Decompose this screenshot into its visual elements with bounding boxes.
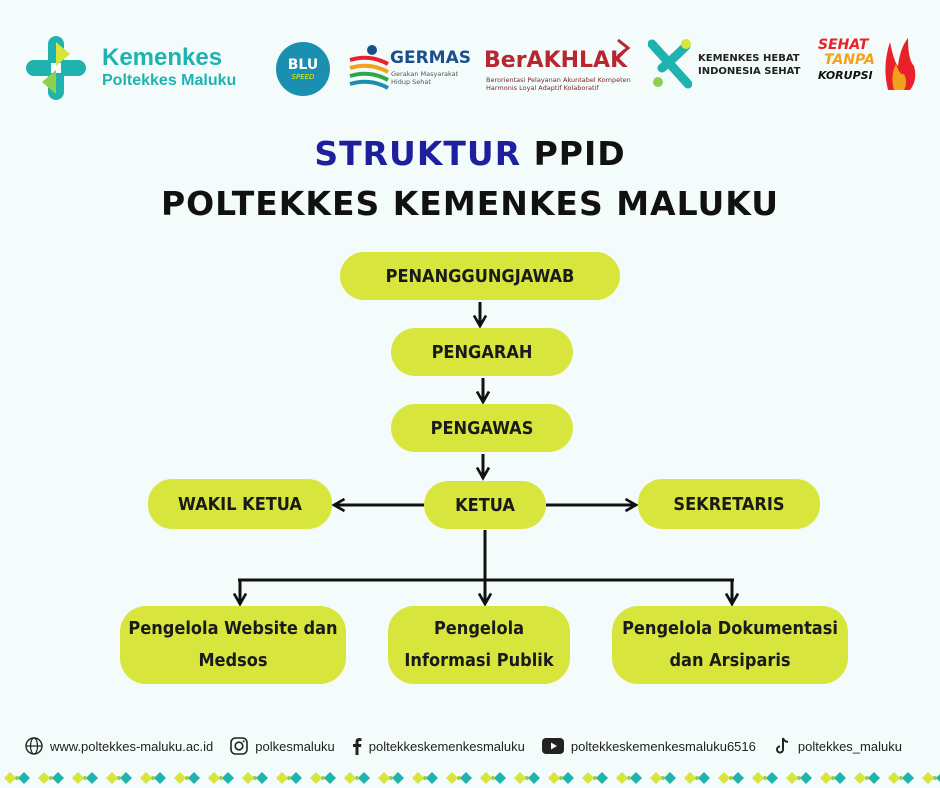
footer-tiktok[interactable]: poltekkes_maluku xyxy=(772,736,902,756)
germas-title: GERMAS xyxy=(390,48,471,68)
facebook-icon xyxy=(351,736,363,756)
footer-website-text: www.poltekkes-maluku.ac.id xyxy=(50,738,214,754)
footer-contacts: www.poltekkes-maluku.ac.id polkesmaluku … xyxy=(24,734,924,758)
blu-logo: BLU SPEED xyxy=(276,42,330,96)
footer-facebook-text: poltekkeskemenkesmaluku xyxy=(368,738,525,754)
globe-icon xyxy=(24,736,44,756)
germas-logo-icon xyxy=(349,45,389,90)
kemenkes-title: Kemenkes xyxy=(102,44,223,71)
footer-tiktok-text: poltekkes_maluku xyxy=(797,738,902,754)
footer-instagram-text: polkesmaluku xyxy=(255,738,335,754)
hebat-line1: KEMENKES HEBAT xyxy=(698,53,800,64)
berakhlak-title: BerAKHLAK xyxy=(484,48,628,73)
node-informasi-line2: Informasi Publik xyxy=(404,650,554,671)
title-struktur: STRUKTUR xyxy=(314,134,522,173)
kemenkes-subtitle: Poltekkes Maluku xyxy=(102,72,237,89)
node-informasi-line1: Pengelola xyxy=(433,618,525,639)
sehat-word: SEHAT xyxy=(818,37,869,53)
node-ketua: KETUA xyxy=(424,481,546,529)
node-pengarah: PENGARAH xyxy=(391,328,573,376)
korupsi-word: KORUPSI xyxy=(818,69,873,82)
decorative-border-pattern xyxy=(0,768,940,788)
node-pengelola-informasi: Pengelola Informasi Publik xyxy=(388,606,570,684)
footer-youtube-text: poltekkeskemenkesmaluku6516 xyxy=(570,738,756,754)
node-dokumentasi-line1: Pengelola Dokumentasi xyxy=(622,618,838,639)
node-dokumentasi-line2: dan Arsiparis xyxy=(669,650,791,671)
tiktok-icon xyxy=(772,736,792,756)
node-wakil-ketua: WAKIL KETUA xyxy=(148,479,332,529)
node-sekretaris: SEKRETARIS xyxy=(638,479,820,529)
tanpa-word: TANPA xyxy=(824,52,875,68)
blu-sub: SPEED xyxy=(291,73,315,81)
kemenkes-hebat-text: KEMENKES HEBAT INDONESIA SEHAT xyxy=(698,52,800,78)
footer-youtube[interactable]: poltekkeskemenkesmaluku6516 xyxy=(541,736,756,756)
node-website-line2: Medsos xyxy=(198,650,268,671)
kemenkes-hebat-logo-icon xyxy=(648,39,692,89)
node-penanggungjawab: PENANGGUNGJAWAB xyxy=(340,252,620,300)
page-title-line1: STRUKTUR PPID xyxy=(0,134,940,173)
footer-facebook[interactable]: poltekkeskemenkesmaluku xyxy=(351,736,525,756)
berakhlak-chevron-icon xyxy=(617,38,631,58)
node-website-line1: Pengelola Website dan xyxy=(128,618,338,639)
node-pengelola-dokumentasi: Pengelola Dokumentasi dan Arsiparis xyxy=(612,606,848,684)
instagram-icon xyxy=(229,736,249,756)
sehat-tanpa-korupsi-logo: SEHAT TANPA KORUPSI xyxy=(818,38,875,83)
footer-instagram[interactable]: polkesmaluku xyxy=(229,736,335,756)
blu-label: BLU xyxy=(287,57,319,73)
berakhlak-subtitle: Berorientasi Pelayanan Akuntabel Kompete… xyxy=(486,76,631,92)
node-pengelola-website: Pengelola Website dan Medsos xyxy=(120,606,346,684)
node-pengawas: PENGAWAS xyxy=(391,404,573,452)
page-title-line2: POLTEKKES KEMENKES MALUKU xyxy=(160,184,780,223)
flame-icon xyxy=(885,38,916,90)
kemenkes-logo-icon xyxy=(26,36,86,100)
title-ppid: PPID xyxy=(521,134,626,173)
footer-website[interactable]: www.poltekkes-maluku.ac.id xyxy=(24,736,213,756)
hebat-line2: INDONESIA SEHAT xyxy=(698,66,801,77)
germas-subtitle: Gerakan Masyarakat Hidup Sehat xyxy=(391,70,459,86)
youtube-icon xyxy=(541,736,565,756)
